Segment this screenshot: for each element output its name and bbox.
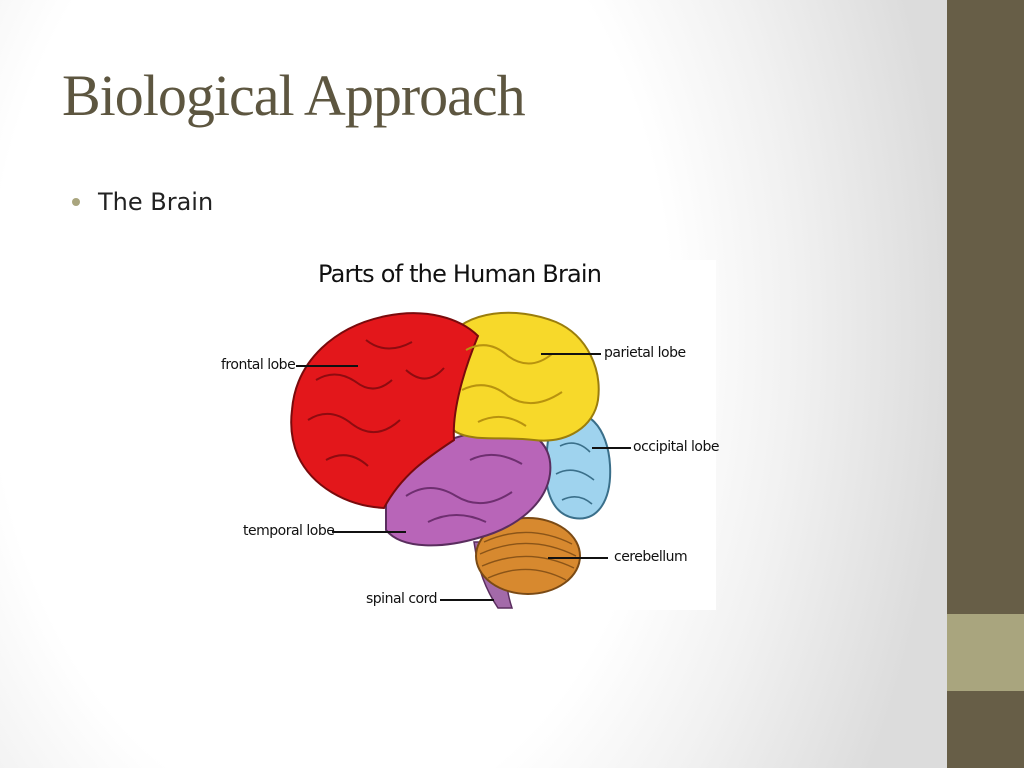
bullet-text: The Brain	[98, 188, 214, 216]
label-frontal-lobe: frontal lobe	[221, 357, 296, 373]
bullet-item: The Brain	[72, 188, 213, 216]
frontal-gyri	[307, 339, 445, 467]
label-spinal-cord: spinal cord	[366, 591, 438, 607]
slide-title: Biological Approach	[62, 63, 526, 128]
frontal-lobe-shape	[290, 312, 480, 510]
label-leader-lines	[296, 353, 631, 601]
label-parietal-lobe: parietal lobe	[604, 345, 686, 361]
side-accent-block	[947, 614, 1024, 691]
temporal-gyri	[405, 453, 523, 523]
occipital-gyri	[555, 442, 595, 505]
label-occipital-lobe: occipital lobe	[633, 439, 720, 455]
label-cerebellum: cerebellum	[614, 549, 688, 565]
diagram-title: Parts of the Human Brain	[318, 260, 602, 288]
brain-illustration	[290, 311, 631, 609]
cerebellum-folds	[479, 531, 577, 581]
label-temporal-lobe: temporal lobe	[243, 523, 335, 539]
bullet-dot-icon	[72, 198, 80, 206]
brain-diagram: Parts of the Human Brain	[216, 260, 720, 610]
parietal-gyri	[461, 344, 563, 427]
